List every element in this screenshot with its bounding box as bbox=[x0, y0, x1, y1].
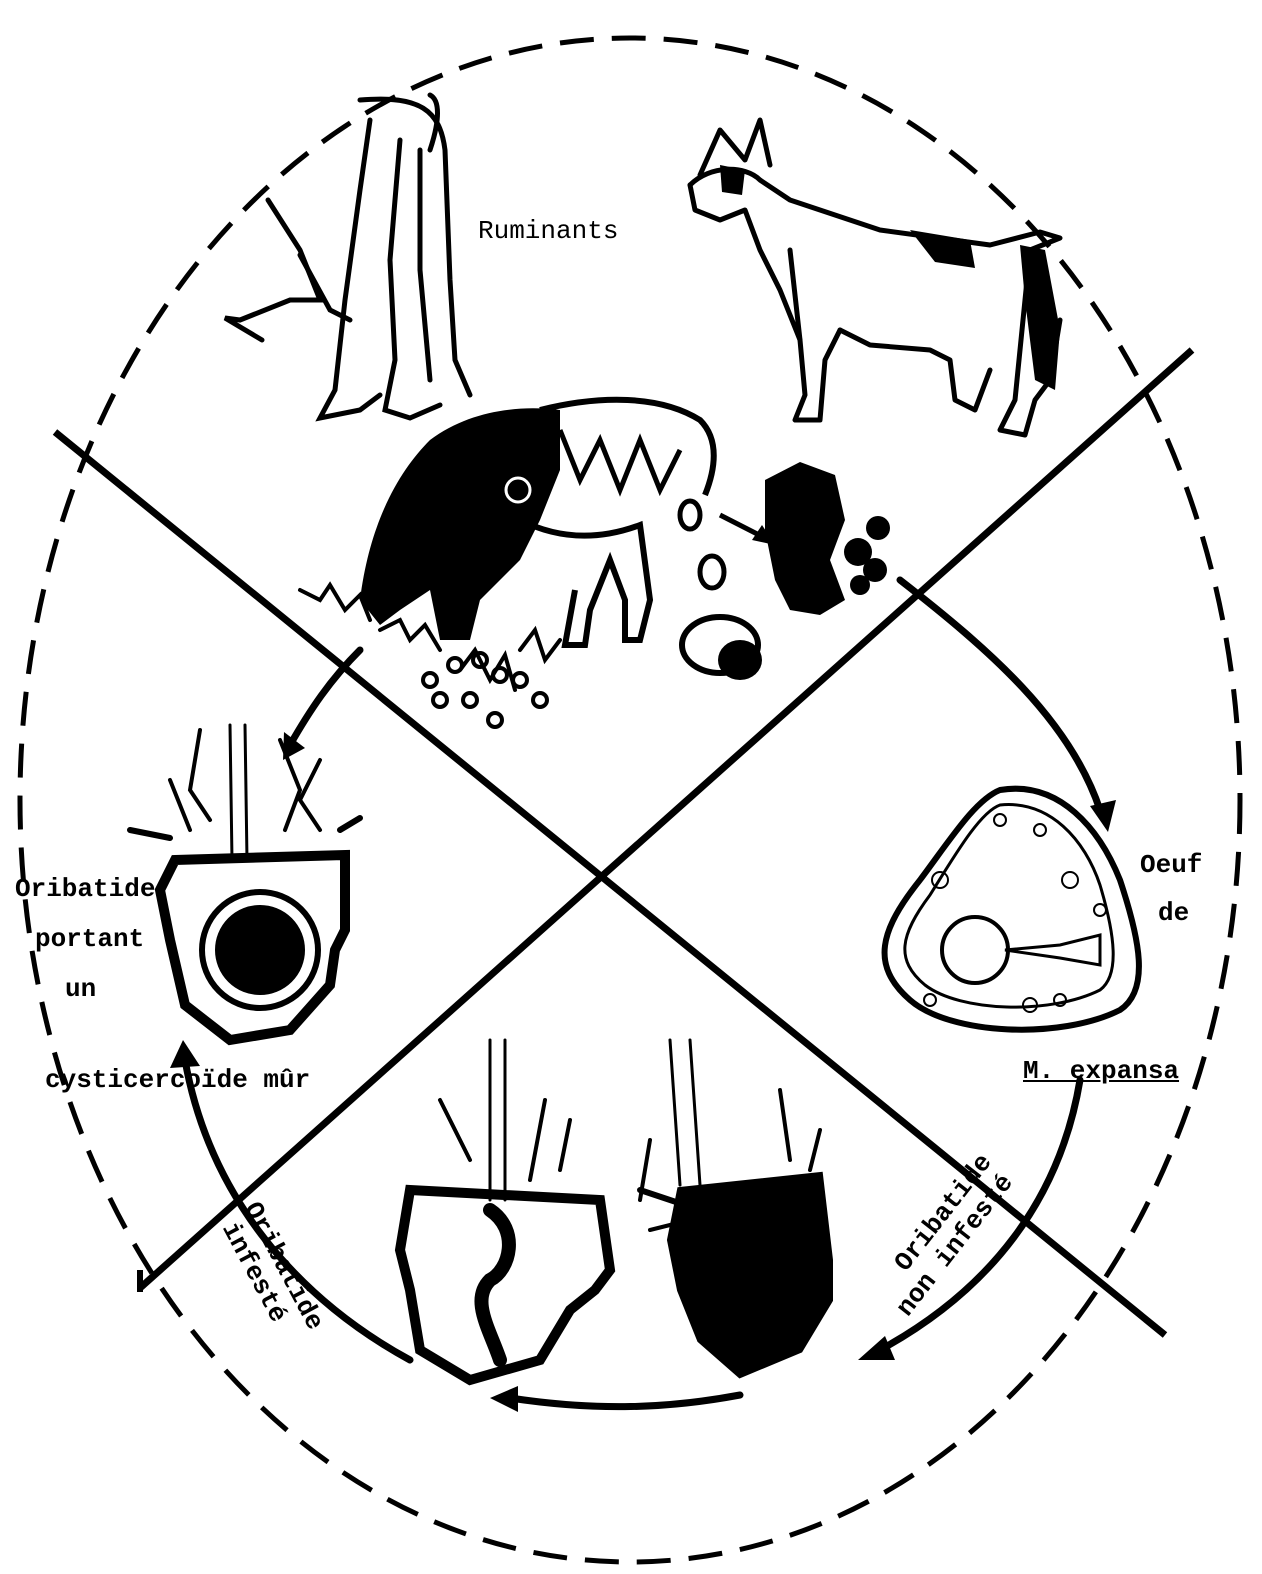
goat-drawing bbox=[690, 120, 1060, 435]
feces-pile bbox=[765, 462, 890, 615]
label-mature-line2: portant bbox=[35, 926, 144, 952]
label-egg-line2: de bbox=[1158, 900, 1189, 926]
mite-noninfested-drawing bbox=[640, 1040, 830, 1375]
egg-drawing bbox=[885, 789, 1139, 1030]
label-ruminants: Ruminants bbox=[478, 218, 618, 244]
grass-with-eggs bbox=[300, 585, 560, 727]
mite-infested-drawing bbox=[400, 1040, 610, 1380]
label-mature-line3: un bbox=[65, 976, 96, 1002]
mite-mature-drawing bbox=[130, 725, 360, 1040]
divider-line-right bbox=[140, 350, 1192, 1288]
label-egg-line1: Oeuf bbox=[1140, 852, 1202, 878]
label-mature-line4: cysticercoïde mûr bbox=[45, 1067, 310, 1093]
cow-drawing bbox=[225, 95, 470, 418]
label-mature-line1: Oribatide bbox=[15, 876, 155, 902]
grazing-sheep-drawing bbox=[360, 400, 762, 680]
label-egg-line3: M. expansa bbox=[1023, 1058, 1179, 1084]
